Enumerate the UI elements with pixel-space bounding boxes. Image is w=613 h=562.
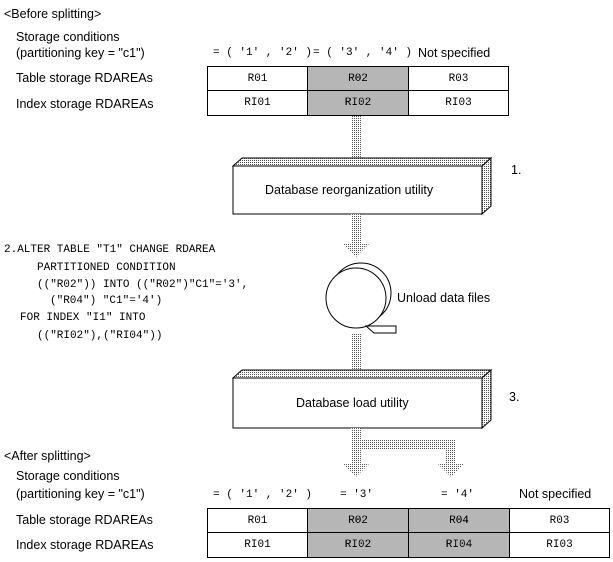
- after-table-cell-r04: R04: [408, 508, 510, 533]
- sql-line: PARTITIONED CONDITION: [37, 262, 176, 274]
- after-storage-label: Storage conditions: [16, 469, 120, 483]
- dotted-flow-branch: [351, 439, 456, 449]
- after-table-cell-r02: R02: [307, 508, 409, 533]
- dotted-flow-shaft: [351, 214, 361, 244]
- after-table-label: Table storage RDAREAs: [16, 513, 153, 527]
- dotted-arrow-head: [343, 244, 369, 257]
- step-1-number: 1.: [511, 163, 522, 177]
- after-condition-2: = '3': [340, 489, 374, 501]
- after-index-label: Index storage RDAREAs: [16, 538, 154, 552]
- after-index-cell-ri02: RI02: [307, 532, 409, 558]
- tape-reel-icon: [325, 262, 397, 334]
- after-index-cell-ri03: RI03: [509, 532, 610, 558]
- before-table-cell-r01: R01: [207, 66, 308, 91]
- sql-line: FOR INDEX "I1" INTO: [20, 312, 146, 324]
- after-heading: <After splitting>: [4, 449, 91, 463]
- unload-data-files-label: Unload data files: [397, 291, 491, 305]
- sql-line: 2.ALTER TABLE "T1" CHANGE RDAREA: [4, 244, 216, 256]
- before-partition-key-label: (partitioning key = "c1"): [16, 46, 145, 60]
- before-storage-label: Storage conditions: [16, 30, 120, 44]
- before-condition-3: Not specified: [418, 46, 491, 60]
- after-table-cell-r03: R03: [509, 508, 610, 533]
- before-index-label: Index storage RDAREAs: [16, 97, 154, 111]
- dotted-flow-shaft: [351, 333, 361, 370]
- dotted-flow-shaft: [351, 116, 361, 160]
- step-3-number: 3.: [509, 390, 520, 404]
- sql-line: (("R02")) INTO (("R02")"C1"='3',: [37, 279, 249, 291]
- after-condition-1: = ( '1' , '2' ): [213, 489, 313, 501]
- sql-line: ("R04") "C1"='4'): [50, 295, 163, 307]
- reorganization-utility-label: Database reorganization utility: [265, 183, 434, 197]
- sql-line: (("RI02"),("RI04")): [37, 330, 163, 342]
- load-utility-label: Database load utility: [296, 396, 409, 410]
- before-table-cell-r03: R03: [408, 66, 509, 91]
- dotted-arrow-head: [438, 464, 464, 477]
- before-condition-2: = ( '3' , '4' ): [313, 47, 413, 59]
- after-table-cell-r01: R01: [207, 508, 308, 533]
- after-condition-4: Not specified: [519, 487, 592, 501]
- dotted-flow-shaft: [446, 439, 456, 464]
- dotted-arrow-head: [343, 464, 369, 477]
- before-index-cell-ri03: RI03: [408, 90, 509, 116]
- after-index-cell-ri01: RI01: [207, 532, 308, 558]
- before-heading: <Before splitting>: [4, 7, 102, 21]
- after-condition-3: = '4': [441, 489, 475, 501]
- load-utility-box: [231, 368, 493, 430]
- before-table-label: Table storage RDAREAs: [16, 71, 153, 85]
- reorganization-utility-box: [231, 156, 493, 216]
- after-partition-key-label: (partitioning key = "c1"): [16, 487, 145, 501]
- after-index-cell-ri04: RI04: [408, 532, 510, 558]
- before-condition-1: = ( '1' , '2' ): [213, 47, 313, 59]
